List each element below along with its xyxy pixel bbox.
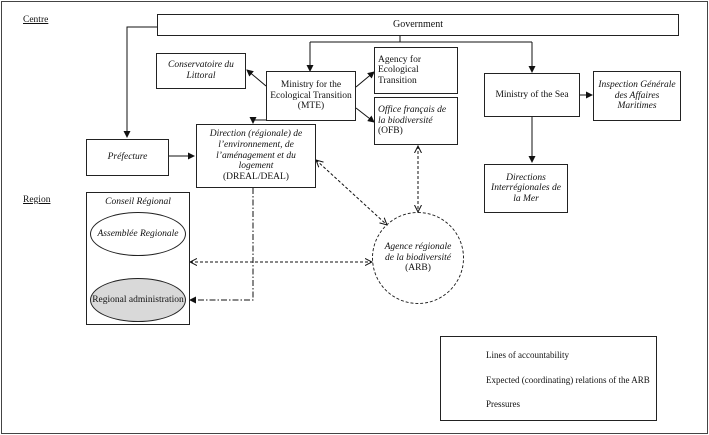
arb-abbr: (ARB) [405, 263, 431, 274]
line-mte-ofb [355, 107, 375, 123]
legend-pressures: Pressures [486, 399, 520, 409]
ofb-box: Office français de la biodiversité (OFB) [374, 97, 458, 145]
regional-administration-label: Regional administration [92, 294, 184, 305]
dirm-box: Directions Interrégionales de la Mer [484, 164, 568, 213]
line-government-prefecture [123, 26, 157, 138]
section-region-label: Region [23, 195, 51, 205]
conservatoire-label: Conservatoire du Littoral [168, 60, 234, 81]
pressure-dreal-admin [189, 188, 254, 304]
assemblee-label: Assemblée Regionale [97, 228, 179, 239]
agency-label: Agency for Ecological Transition [378, 54, 421, 86]
ofb-abbr: (OFB) [378, 126, 403, 137]
line-mte-agency [355, 71, 375, 88]
link-dreal-arb [316, 160, 387, 225]
line-mte-dreal [249, 117, 266, 124]
agency-box: Agency for Ecological Transition [374, 47, 458, 94]
line-mte-conservatoire [246, 69, 267, 87]
government-box: Government [157, 14, 679, 36]
arb-circle: Agence régionale de la biodiversité (ARB… [372, 212, 464, 304]
igam-label: Inspection Générale des Affaires Maritim… [598, 80, 676, 112]
legend-accountability: Lines of accountability [486, 350, 569, 360]
conseil-regional-label: Conseil Régional [105, 197, 171, 207]
government-label: Government [393, 19, 443, 31]
dreal-box: Direction (régionale) de l’environnement… [196, 124, 316, 188]
ofb-name: Office français de la biodiversité [378, 105, 447, 126]
dreal-abbr: (DREAL/DEAL) [223, 171, 289, 182]
section-centre-label: Centre [23, 15, 49, 25]
mte-label: Ministry for the Ecological Transition (… [270, 80, 352, 112]
dirm-label: Directions Interrégionales de la Mer [491, 172, 561, 204]
legend-box [440, 336, 657, 421]
sea-label: Ministry of the Sea [495, 89, 569, 100]
igam-box: Inspection Générale des Affaires Maritim… [593, 71, 681, 121]
conservatoire-box: Conservatoire du Littoral [156, 53, 246, 89]
legend-coordinating: Expected (coordinating) relations of the… [486, 375, 650, 385]
sea-box: Ministry of the Sea [484, 73, 580, 117]
prefecture-label: Préfecture [107, 152, 148, 163]
assemblee-ellipse: Assemblée Regionale [90, 212, 186, 256]
prefecture-box: Préfecture [86, 139, 169, 176]
dreal-name: Direction (régionale) de l’environnement… [209, 129, 303, 172]
arb-name: Agence régionale de la biodiversité [384, 242, 452, 263]
mte-box: Ministry for the Ecological Transition (… [266, 71, 356, 121]
regional-administration-ellipse: Regional administration [90, 278, 186, 322]
